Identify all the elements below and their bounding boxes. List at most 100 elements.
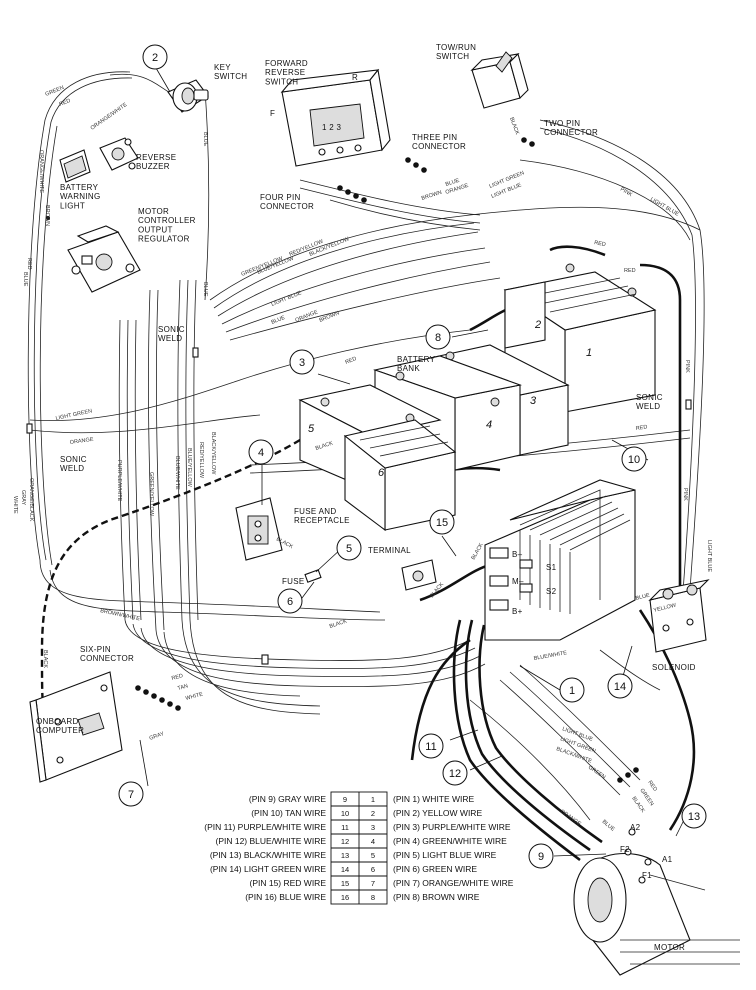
wire-label: BLACK: [315, 441, 334, 452]
battery-2: [504, 281, 546, 349]
terminal: [401, 559, 437, 591]
wire-label: ORANGE/WHITE: [38, 150, 44, 193]
callout-7: 7: [118, 781, 144, 807]
pin-cell-right: 3: [371, 823, 375, 832]
pin-table: [330, 791, 388, 905]
wire-label: BLUE: [202, 132, 208, 147]
svg-text:14: 14: [614, 681, 626, 693]
terminal-f2: F2: [620, 845, 630, 854]
callout-11: 11: [418, 733, 444, 759]
pin-row-left-label: (PIN 13) BLACK/WHITE WIRE: [210, 850, 327, 860]
pin-cell-right: 4: [371, 837, 375, 846]
wire-label: BLUE/WHITE: [174, 456, 180, 490]
terminal-a1: A1: [662, 855, 673, 864]
wire-label: RED: [171, 673, 184, 682]
pin-row-left-label: (PIN 11) PURPLE/WHITE WIRE: [204, 822, 326, 832]
terminal-s2: S2: [546, 587, 557, 596]
pin-cell-right: 5: [371, 851, 375, 860]
wire-label: YELLOW: [653, 602, 677, 614]
wire-label: BLUE/YELLOW: [186, 448, 192, 488]
terminal-m-minus: M–: [512, 577, 524, 586]
wire-label: BLUE: [445, 178, 461, 188]
pin-cell-left: 11: [341, 823, 349, 832]
wire-label: ORANGE/WHITE: [90, 102, 129, 132]
wire-label: RED: [59, 98, 72, 108]
pin-cell-left: 10: [341, 809, 349, 818]
switch-pins-label: 1 2 3: [322, 123, 342, 132]
pin-row-left-label: (PIN 9) GRAY WIRE: [249, 794, 326, 804]
pin-row-right-label: (PIN 3) PURPLE/WHITE WIRE: [393, 822, 511, 832]
wire-label: PINK: [684, 360, 690, 373]
svg-text:4: 4: [258, 447, 264, 459]
wire-label: RED/YELLOW: [198, 442, 204, 479]
wire-label: BLACK: [630, 796, 645, 814]
battery-number: 2: [534, 319, 541, 331]
terminal-f1: F1: [642, 871, 652, 880]
motor-label: MOTOR: [654, 943, 685, 952]
callout-15: 15: [429, 509, 455, 535]
wire-label: BLUE: [601, 819, 616, 833]
pin-row-left-label: (PIN 16) BLUE WIRE: [245, 892, 326, 902]
battery-bank: [298, 263, 657, 532]
wire-label: BLACK: [329, 619, 348, 630]
pin-row-right-label: (PIN 2) YELLOW WIRE: [393, 808, 482, 818]
reverse-buzzer: [99, 137, 139, 171]
pin-cell-left: 13: [341, 851, 349, 860]
pin-row-left-label: (PIN 10) TAN WIRE: [251, 808, 326, 818]
tow-run-switch: [470, 51, 529, 109]
terminal-b-minus: B–: [512, 550, 523, 559]
callout-1: 1: [559, 677, 585, 703]
onboard-computer: [29, 671, 123, 783]
wire-label: RED: [345, 356, 358, 366]
wire-label: ORANGE: [69, 437, 94, 446]
pin-cell-left: 9: [343, 795, 347, 804]
pin-cell-left: 14: [341, 865, 349, 874]
forward-reverse-switch: [280, 68, 391, 167]
battery-numbers: 1 2 3 4 5 6: [308, 319, 592, 479]
svg-text:8: 8: [435, 332, 441, 344]
terminal-a2: A2: [630, 823, 641, 832]
callout-14: 14: [607, 673, 633, 699]
wire-label: PINK: [619, 187, 633, 199]
pin-row-right-label: (PIN 8) BROWN WIRE: [393, 892, 480, 902]
svg-text:7: 7: [128, 789, 134, 801]
terminal-label: TERMINAL: [368, 546, 411, 555]
terminal-b-plus: B+: [512, 607, 523, 616]
wire-label: RED: [635, 424, 647, 432]
sonic-weld-marker: [192, 347, 199, 358]
wire-label: WHITE: [12, 496, 18, 514]
pin-row-right-label: (PIN 5) LIGHT BLUE WIRE: [393, 850, 497, 860]
callout-8: 8: [425, 324, 451, 350]
wire-label: BLACK: [471, 542, 485, 561]
pin-row-left-label: (PIN 12) BLUE/WHITE WIRE: [215, 836, 326, 846]
wire-label: BLUE: [271, 315, 287, 326]
wire-label: BLUE: [635, 593, 651, 602]
svg-text:10: 10: [628, 454, 640, 466]
wire-label: WHITE: [185, 691, 204, 701]
svg-text:2: 2: [152, 52, 158, 64]
wire-label: PINK: [682, 488, 688, 501]
wire-label: BLACK/YELLOW: [210, 432, 216, 475]
callout-10: 10: [621, 446, 647, 472]
motor: [573, 828, 740, 976]
svg-text:3: 3: [299, 357, 305, 369]
wire-label: LIGHT BLUE: [271, 290, 303, 308]
key-switch: [167, 79, 209, 113]
svg-text:13: 13: [688, 811, 700, 823]
pin-row-right-label: (PIN 6) GREEN WIRE: [393, 864, 477, 874]
svg-text:12: 12: [449, 768, 461, 780]
pin-cell-left: 12: [341, 837, 349, 846]
svg-text:5: 5: [346, 543, 352, 555]
